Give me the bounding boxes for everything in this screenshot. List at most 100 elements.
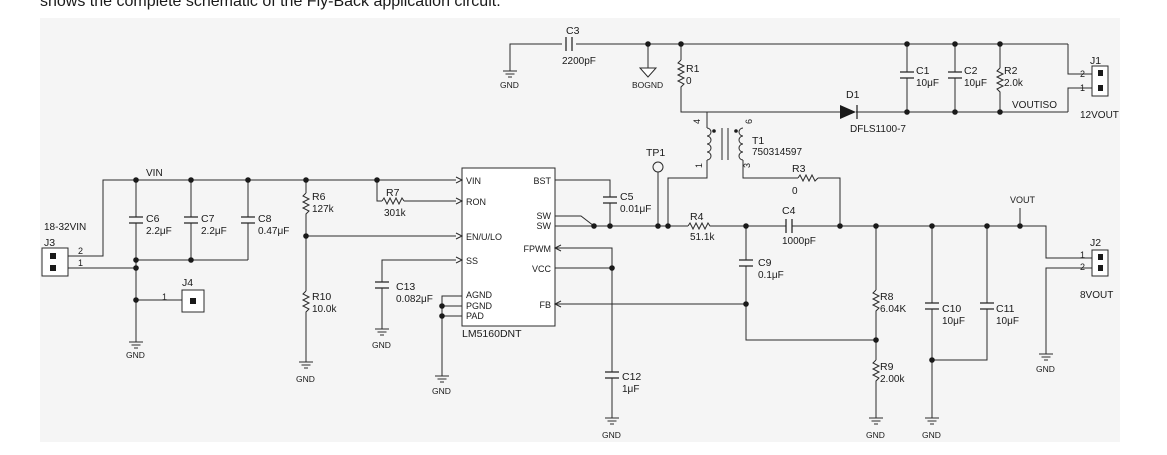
gnd-label-j2: GND	[1036, 364, 1055, 374]
c13-value: 0.082μF	[396, 294, 433, 305]
tp1-ref: TP1	[646, 147, 665, 159]
c13-ref: C13	[396, 281, 415, 293]
ic-ref: LM5160DNT	[462, 328, 522, 340]
d1-ref: D1	[846, 89, 860, 101]
c7-value: 2.2μF	[201, 226, 227, 237]
j2-pin1: 1	[1080, 250, 1085, 260]
c5-ref: C5	[620, 191, 634, 203]
r1-value: 0	[686, 76, 692, 87]
c11-ref: C11	[996, 303, 1015, 315]
ground-symbols	[128, 64, 1054, 425]
caption-text: shows the complete schematic of the Fly-…	[40, 0, 501, 10]
j2-connector	[1091, 249, 1109, 277]
t1-value: 750314597	[752, 147, 802, 158]
ic-pin-vcc: VCC	[532, 264, 552, 274]
c9-ref: C9	[758, 257, 772, 269]
ic-body	[461, 167, 556, 327]
c3-value: 2200pF	[562, 56, 596, 67]
c8-ref: C8	[258, 213, 272, 225]
t1-ref: T1	[752, 135, 764, 147]
gnd-label-c13: GND	[372, 340, 391, 350]
junction-dots	[133, 41, 1023, 363]
net-vout-label: VOUT	[1010, 195, 1036, 205]
c10-value: 10μF	[942, 316, 965, 327]
ic-pin-ss: SS	[466, 256, 478, 266]
c3-ref: C3	[566, 25, 580, 37]
c4-value: 1000pF	[782, 236, 816, 247]
ic-pin-sw2: SW	[537, 221, 552, 231]
r9-value: 2.00k	[880, 374, 905, 385]
pin-arrows	[455, 176, 562, 308]
r6-value: 127k	[312, 204, 335, 215]
r8-value: 6.04K	[880, 304, 906, 315]
c12-value: 1μF	[622, 384, 639, 395]
c10-ref: C10	[942, 303, 961, 315]
gnd-label-ic: GND	[432, 386, 451, 396]
t1-pin6: 6	[744, 119, 754, 124]
r4-value: 51.1k	[690, 232, 715, 243]
j1-ref: J1	[1090, 55, 1101, 67]
r4-ref: R4	[690, 211, 704, 223]
ic-pin-sw1: SW	[537, 211, 552, 221]
ic-pin-vin: VIN	[466, 176, 481, 186]
gnd-label-j3: GND	[126, 350, 145, 360]
j3-label: 18-32VIN	[44, 222, 86, 233]
schematic-panel	[40, 18, 1120, 442]
ic-pin-fb: FB	[539, 300, 551, 310]
net-bognd-label: BOGND	[632, 80, 663, 90]
c11-value: 10μF	[996, 316, 1019, 327]
t1-pin3: 3	[742, 163, 752, 168]
j4-pin1: 1	[162, 292, 167, 302]
c9-value: 0.1μF	[758, 270, 784, 281]
gnd-label-c10: GND	[922, 430, 941, 440]
d1-value: DFLS1100-7	[850, 124, 906, 135]
c6-ref: C6	[146, 213, 160, 225]
j3-pin1: 1	[78, 258, 83, 268]
j2-pin2: 2	[1080, 262, 1085, 272]
t1-pin4: 4	[692, 119, 702, 124]
ic-pin-en: EN/U/LO	[466, 232, 502, 242]
r10-ref: R10	[312, 291, 331, 303]
ic-pin-bst: BST	[533, 176, 551, 186]
r7-value: 301k	[384, 208, 407, 219]
j3-connector	[41, 247, 69, 277]
labels: VIN RON EN/U/LO SS AGND PGND PAD BST SW …	[44, 25, 1119, 440]
j2-label: 8VOUT	[1080, 290, 1113, 301]
c5-value: 0.01μF	[620, 204, 651, 215]
r3-value: 0	[792, 186, 798, 197]
c4-ref: C4	[782, 205, 796, 217]
ic-pin-agnd: AGND	[466, 290, 493, 300]
c8-value: 0.47μF	[258, 226, 289, 237]
c12-ref: C12	[622, 371, 641, 383]
bognd-symbol	[638, 67, 658, 78]
j3-ref: J3	[44, 237, 55, 249]
gnd-label-c3: GND	[500, 80, 519, 90]
ic-pin-pad: PAD	[466, 311, 484, 321]
j1-pin2: 2	[1080, 69, 1085, 79]
gnd-label-r9: GND	[866, 430, 885, 440]
c6-value: 2.2μF	[146, 226, 172, 237]
j2-ref: J2	[1090, 237, 1101, 249]
ic-pin-fpwm: FPWM	[524, 244, 552, 254]
c1-value: 10μF	[916, 78, 939, 89]
r2-ref: R2	[1004, 65, 1018, 77]
r9-ref: R9	[880, 361, 894, 373]
ic-pin-ron: RON	[466, 197, 486, 207]
t1-pin1: 1	[694, 163, 704, 168]
r10-value: 10.0k	[312, 304, 337, 315]
r1-ref: R1	[686, 63, 700, 75]
net-voutiso-label: VOUTISO	[1012, 100, 1057, 111]
r7-ref: R7	[386, 187, 400, 199]
r6-ref: R6	[312, 191, 326, 203]
c2-ref: C2	[964, 65, 978, 77]
gnd-label-c12: GND	[602, 430, 621, 440]
c1-ref: C1	[916, 65, 930, 77]
c7-ref: C7	[201, 213, 215, 225]
j1-connector	[1091, 65, 1109, 97]
ic-pin-pgnd: PGND	[466, 301, 493, 311]
j1-pin1: 1	[1080, 83, 1085, 93]
components	[41, 37, 1109, 384]
r3-ref: R3	[792, 163, 806, 175]
